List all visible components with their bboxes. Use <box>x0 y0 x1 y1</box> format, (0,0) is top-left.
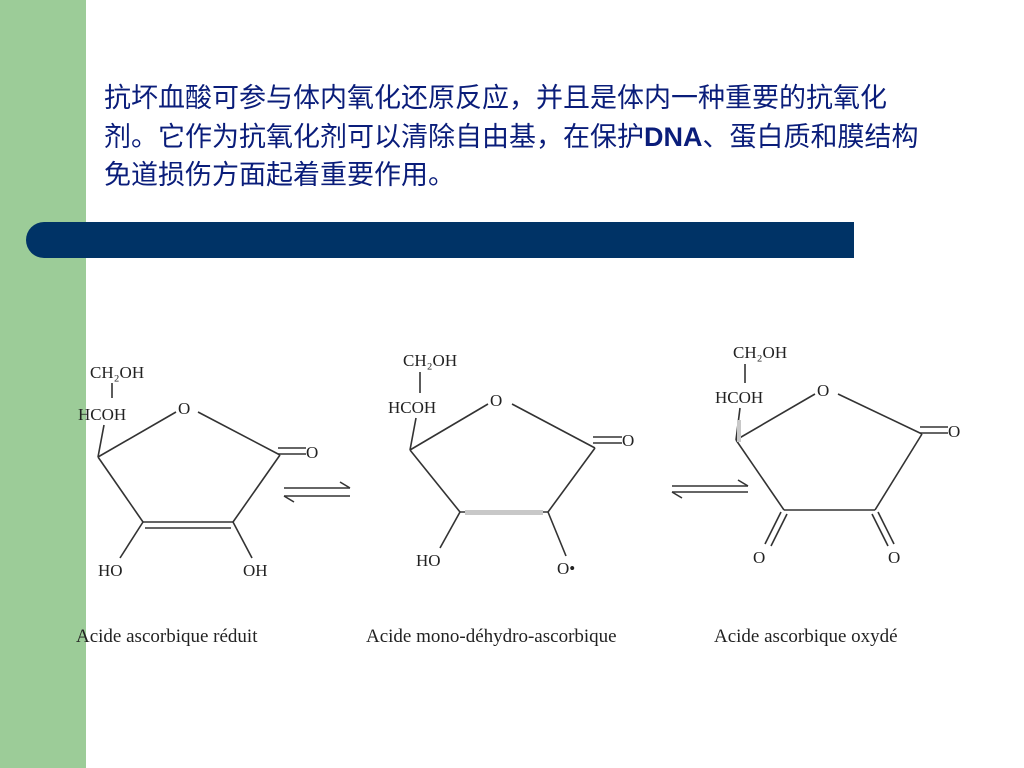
m3-right-oxygen-label: O <box>888 548 900 567</box>
m1-ring-oxygen-label: O <box>178 399 190 418</box>
m3-ch2oh-label: CH₂OH <box>733 343 787 362</box>
paragraph-dna: DNA <box>644 122 703 152</box>
m1-oh-label: OH <box>243 561 268 580</box>
m2-caption: Acide mono-déhydro-ascorbique <box>366 626 617 647</box>
divider-bar <box>26 222 854 258</box>
m2-ch2oh-label: CH₂OH <box>403 351 457 370</box>
m2-ho-label: HO <box>416 551 441 570</box>
content-panel <box>86 0 1024 768</box>
m2-radical-oxygen-label: O• <box>557 559 575 578</box>
m3-caption: Acide ascorbique oxydé <box>714 626 898 647</box>
equilibrium-arrow-1 <box>283 481 351 503</box>
m1-ho-label: HO <box>98 561 123 580</box>
m1-hcoh-label: HCOH <box>78 405 126 424</box>
paragraph-part1: 抗坏血酸可参与体内氧化还原反应，并且是体内一种重要的抗氧化剂。它作为抗氧化剂可以… <box>104 83 887 153</box>
equilibrium-arrow-2 <box>671 479 749 499</box>
oxidized-bond-highlight <box>737 420 741 442</box>
molecule-2-bonds <box>409 372 622 557</box>
m3-carbonyl-oxygen-label: O <box>948 422 960 441</box>
molecule-3-bonds <box>735 364 948 547</box>
slide-paragraph: 抗坏血酸可参与体内氧化还原反应，并且是体内一种重要的抗氧化剂。它作为抗氧化剂可以… <box>104 80 934 195</box>
m3-ring-oxygen-label: O <box>817 381 829 400</box>
m3-hcoh-label: HCOH <box>715 388 763 407</box>
mono-dehydro-bond-highlight <box>465 510 543 515</box>
m1-carbonyl-oxygen-label: O <box>306 443 318 462</box>
m1-ch2oh-label: CH₂OH <box>90 363 144 382</box>
m2-ring-oxygen-label: O <box>490 391 502 410</box>
molecule-1-bonds <box>97 383 306 559</box>
paragraph-part2: 、蛋白质和膜结构免道损伤方面起着重要作用。 <box>104 122 919 191</box>
m3-left-oxygen-label: O <box>753 548 765 567</box>
m1-caption: Acide ascorbique réduit <box>76 626 258 647</box>
m2-hcoh-label: HCOH <box>388 398 436 417</box>
m2-carbonyl-oxygen-label: O <box>622 431 634 450</box>
